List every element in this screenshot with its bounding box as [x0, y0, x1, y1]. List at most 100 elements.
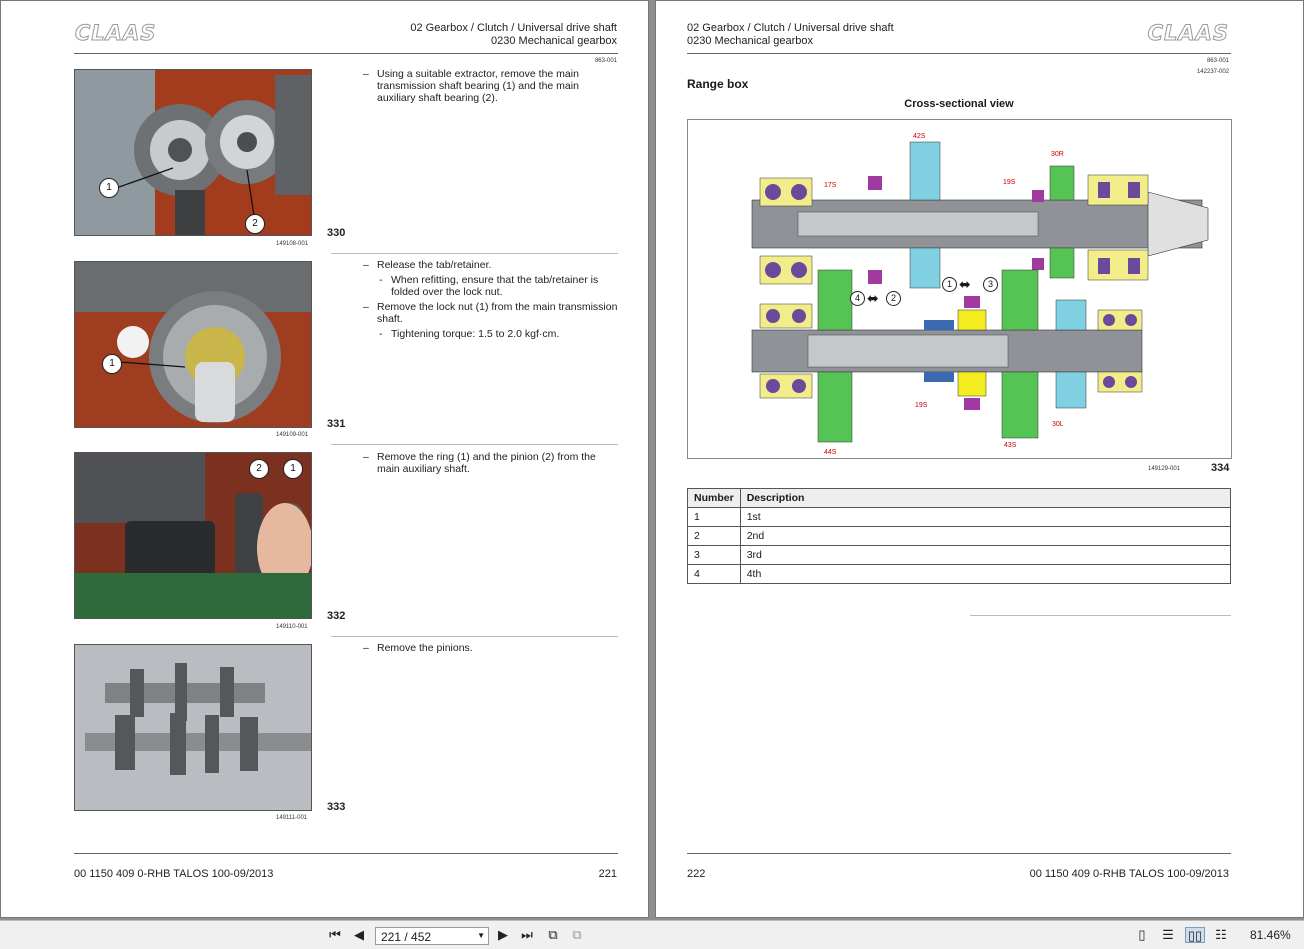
figure-number: 332 [327, 610, 346, 622]
gear-label: 19S [1003, 179, 1016, 186]
callout-2: 2 [249, 459, 269, 479]
header-chapter: 02 Gearbox / Clutch / Universal drive sh… [410, 22, 617, 34]
step-divider [331, 253, 618, 254]
step-text: Remove the pinions. [363, 642, 618, 657]
table-cell: 3rd [739, 545, 1232, 565]
viewer-toolbar: ⏮ ◀ 221 / 452 ▼ ▶ ⏭ ⧉ ⧉ ▯ ☰ ▯▯ ☷ 81.46% [0, 920, 1304, 949]
figure-code: 149111-001 [276, 815, 308, 821]
go-back-view-icon[interactable]: ⧉ [548, 927, 558, 942]
step-item: Release the tab/retainer. [363, 259, 618, 271]
callout-1: 1 [99, 178, 119, 198]
single-page-view-icon[interactable]: ▯ [1138, 927, 1146, 942]
step-subitem: When refitting, ensure that the tab/reta… [363, 274, 618, 298]
gear-label: 44S [824, 449, 837, 456]
table-header: Description [739, 488, 1232, 508]
gear-label: 42S [913, 133, 926, 140]
ref-code: 863-001 [594, 58, 617, 64]
header-subchapter: 0230 Mechanical gearbox [687, 35, 813, 47]
continuous-view-icon[interactable]: ☰ [1162, 927, 1174, 942]
gear-label: 17S [824, 182, 837, 189]
header-section: 02 Gearbox / Clutch / Universal drive sh… [410, 22, 617, 48]
figure-code: 149110-001 [276, 624, 308, 630]
table-cell: 2nd [739, 526, 1232, 546]
gear-label: 19S [915, 402, 928, 409]
header-rule [687, 53, 1231, 54]
step-subitem: Tightening torque: 1.5 to 2.0 kgf·cm. [363, 328, 618, 340]
callout-4: 4 [850, 291, 865, 306]
ref-code: 142237-002 [1196, 69, 1229, 75]
table-cell: 1st [739, 507, 1232, 527]
gear-label: 30R [1051, 151, 1064, 158]
figure-number: 330 [327, 227, 346, 239]
header-rule [74, 53, 618, 54]
header-subchapter: 0230 Mechanical gearbox [491, 35, 617, 47]
step-item: Remove the lock nut (1) from the main tr… [363, 301, 618, 325]
ref-code: 863-001 [1206, 58, 1229, 64]
callout-1: 1 [283, 459, 303, 479]
table-cell: 3 [687, 545, 741, 565]
step-divider [331, 636, 618, 637]
step-text: Release the tab/retainer. When refitting… [363, 259, 618, 343]
facing-view-icon[interactable]: ▯▯ [1185, 927, 1205, 943]
footer-document: 00 1150 409 0-RHB TALOS 100-09/2013 [1029, 868, 1229, 880]
step-text: Using a suitable extractor, remove the m… [363, 68, 618, 107]
continuous-facing-view-icon[interactable]: ☷ [1215, 927, 1227, 942]
callout-1: 1 [942, 277, 957, 292]
header-section: 02 Gearbox / Clutch / Universal drive sh… [687, 22, 894, 48]
photo-ring-pinion: 2 1 [74, 452, 312, 619]
right-page: 02 Gearbox / Clutch / Universal drive sh… [655, 0, 1304, 918]
step-item: Remove the pinions. [363, 642, 618, 654]
go-forward-view-icon[interactable]: ⧉ [572, 927, 582, 942]
cross-section-diagram: 42S 30R 17S 19S 19S 30L 44S 43S 4 ⬌ 2 1 … [687, 119, 1232, 459]
step-divider [331, 444, 618, 445]
first-page-icon[interactable]: ⏮ [329, 927, 341, 942]
last-page-icon[interactable]: ⏭ [521, 927, 533, 942]
step-text: Remove the ring (1) and the pinion (2) f… [363, 451, 618, 478]
chevron-down-icon[interactable]: ▼ [477, 931, 485, 940]
gear-label: 30L [1052, 421, 1064, 428]
page-number-field[interactable]: 221 / 452 ▼ [375, 927, 489, 945]
table-header-row: Number Description [687, 488, 1232, 508]
section-divider [970, 615, 1231, 616]
photo-lock-nut: 1 [74, 261, 312, 428]
callout-3: 3 [983, 277, 998, 292]
prev-page-icon[interactable]: ◀ [354, 927, 364, 942]
next-page-icon[interactable]: ▶ [498, 927, 508, 942]
section-title: Range box [687, 77, 749, 91]
step-item: Using a suitable extractor, remove the m… [363, 68, 618, 104]
gear-label: 43S [1004, 442, 1017, 449]
figure-number: 334 [1211, 462, 1230, 474]
photo-pinions [74, 644, 312, 811]
table-cell: 4 [687, 564, 741, 584]
figure-code: 149129-001 [1148, 466, 1181, 472]
claas-logo: CLAAS [74, 21, 157, 46]
left-page: CLAAS 02 Gearbox / Clutch / Universal dr… [0, 0, 649, 918]
step-item: Remove the ring (1) and the pinion (2) f… [363, 451, 618, 475]
figure-code: 149109-001 [276, 432, 309, 438]
zoom-level[interactable]: 81.46% [1250, 928, 1291, 942]
footer-rule [687, 853, 1231, 854]
footer-page-number: 222 [687, 868, 706, 880]
footer-page-number: 221 [598, 868, 617, 880]
double-arrow-icon: ⬌ [867, 290, 879, 306]
table-header: Number [687, 488, 741, 508]
table-cell: 2 [687, 526, 741, 546]
claas-logo: CLAAS [1147, 21, 1229, 46]
table-cell: 4th [739, 564, 1232, 584]
page-number-value: 221 / 452 [381, 930, 432, 944]
table-cell: 1 [687, 507, 741, 527]
callout-1: 1 [102, 354, 122, 374]
header-chapter: 02 Gearbox / Clutch / Universal drive sh… [687, 22, 894, 34]
callout-2: 2 [886, 291, 901, 306]
photo-bearings: 1 2 [74, 69, 312, 236]
footer-rule [74, 853, 618, 854]
figure-code: 149108-001 [276, 241, 309, 247]
callout-2: 2 [245, 214, 265, 234]
figure-number: 333 [327, 801, 346, 813]
figure-number: 331 [327, 418, 346, 430]
